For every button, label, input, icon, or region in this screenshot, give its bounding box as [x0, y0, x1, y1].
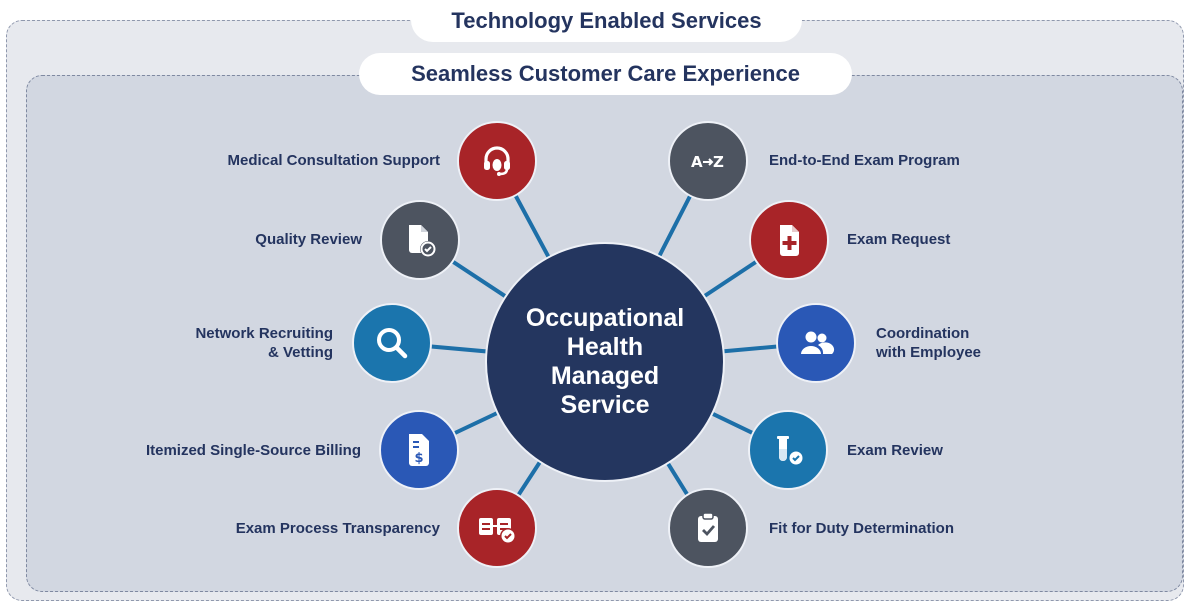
a-to-z-icon: A Z [691, 153, 724, 171]
headset-icon [484, 146, 510, 176]
fit-for-duty-node [668, 488, 748, 568]
network-recruiting-node [352, 303, 432, 383]
hub-label: Occupational Health Managed Service [525, 304, 685, 419]
exam-review-node [748, 410, 828, 490]
fit-for-duty-label: Fit for Duty Determination [769, 520, 955, 537]
exam-request-node [749, 200, 829, 280]
process-transparency-label: Exam Process Transparency [235, 520, 440, 537]
users-icon [801, 331, 835, 354]
medical-file-icon [780, 225, 799, 256]
billing-node: $ [379, 410, 459, 490]
documents-check-icon [479, 518, 516, 544]
svg-text:A: A [691, 153, 703, 171]
process-transparency-node [457, 488, 537, 568]
svg-text:Z: Z [713, 153, 724, 171]
exam-request-label: Exam Request [847, 231, 951, 248]
end-to-end-label: End-to-End Exam Program [769, 152, 960, 169]
billing-label: Itemized Single-Source Billing [145, 442, 361, 459]
svg-text:$: $ [414, 451, 423, 466]
coordination-label: Coordination with Employee [876, 325, 982, 361]
quality-review-node [380, 200, 460, 280]
hub-circle: Occupational Health Managed Service [485, 242, 725, 482]
outer-title: Technology Enabled Services [411, 0, 802, 42]
coordination-node [776, 303, 856, 383]
end-to-end-node: A Z [668, 121, 748, 201]
quality-review-label: Quality Review [255, 231, 362, 248]
medical-consultation-label: Medical Consultation Support [227, 152, 441, 169]
network-recruiting-label: Network Recruiting & Vetting [195, 325, 333, 361]
inner-title: Seamless Customer Care Experience [359, 53, 852, 95]
clipboard-check-icon [698, 512, 718, 542]
medical-consultation-node [457, 121, 537, 201]
test-tube-check-icon [777, 436, 804, 466]
magnifier-icon [377, 328, 408, 359]
exam-review-label: Exam Review [847, 442, 943, 459]
document-check-icon [409, 225, 436, 257]
invoice-dollar-icon: $ [409, 434, 429, 466]
